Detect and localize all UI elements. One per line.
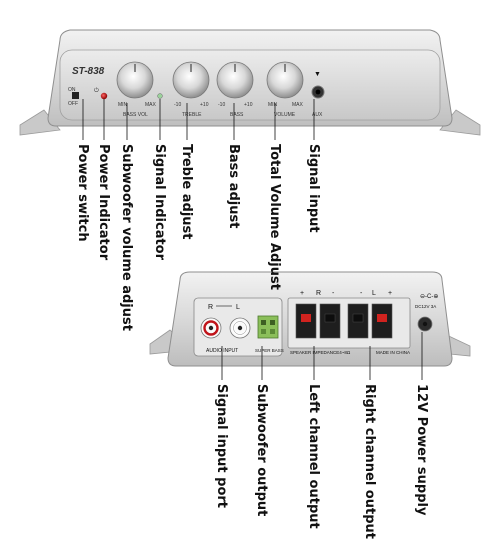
callout-subwoofer-volume: Subwoofer volume adjust <box>119 144 134 331</box>
bass-label: BASS <box>230 112 244 118</box>
callout-signal-input: Signal input <box>306 144 321 233</box>
speaker-terminal-r-minus[interactable] <box>319 303 341 339</box>
amplifier-front-panel: ST-838 ON OFF ⏻ MIN MAX BASS VOL -10 +10… <box>19 29 481 140</box>
volume-knob[interactable] <box>266 61 304 99</box>
made-in-label: MADE IN CHINA <box>376 350 410 355</box>
super-bass-label: SUPER BASS <box>255 348 284 353</box>
callout-left-channel-output: Left channel output <box>306 384 321 529</box>
svg-text:▼: ▼ <box>314 71 321 78</box>
dc-label: DC12V 3A <box>415 304 436 309</box>
svg-text:⊖-C-⊕: ⊖-C-⊕ <box>420 294 438 300</box>
speaker-terminal-l-plus[interactable] <box>371 303 393 339</box>
signal-indicator-led <box>157 93 163 99</box>
switch-off-label: OFF <box>68 101 78 107</box>
treble-max: +10 <box>200 102 209 108</box>
speaker-right-r-label: R <box>316 290 321 297</box>
switch-on-label: ON <box>68 87 76 93</box>
super-bass-terminal[interactable] <box>257 315 279 339</box>
svg-text:⏻: ⏻ <box>94 87 99 94</box>
callout-total-volume: Total Volume Adjust <box>267 144 282 290</box>
callout-signal-input-port: Signal input port <box>214 384 229 509</box>
callout-power-switch: Power switch <box>75 144 90 242</box>
treble-label: TREBLE <box>182 112 202 118</box>
callout-treble-adjust: Treble adjust <box>179 144 194 240</box>
aux-label: AUX <box>312 112 323 118</box>
speaker-right-plus-label: + <box>300 290 304 297</box>
model-label: ST-838 <box>72 66 105 77</box>
speaker-terminal-r-plus[interactable] <box>295 303 317 339</box>
bass-min: -10 <box>218 102 225 108</box>
treble-min: -10 <box>174 102 181 108</box>
amplifier-rear-panel: R L AUDIO INPUT SUPER BASS + R - - L + S… <box>149 271 471 380</box>
speaker-terminal-l-minus[interactable] <box>347 303 369 339</box>
callout-signal-indicator: Signal Indicator <box>152 144 167 261</box>
bass-knob[interactable] <box>216 61 254 99</box>
bass-vol-min: MIN <box>118 102 128 108</box>
power-switch[interactable] <box>72 92 79 99</box>
volume-max: MAX <box>292 102 304 108</box>
bass-max: +10 <box>244 102 253 108</box>
speaker-right-minus-label: - <box>332 290 335 297</box>
power-indicator-led <box>100 92 108 100</box>
speaker-left-minus-label: - <box>360 290 363 297</box>
speaker-left-plus-label: + <box>388 290 392 297</box>
volume-label: VOLUME <box>274 112 296 118</box>
treble-knob[interactable] <box>172 61 210 99</box>
rear-l-label: L <box>236 304 240 311</box>
bass-vol-label: BASS VOL <box>123 112 148 118</box>
callout-right-channel-output: Right channel output <box>362 384 377 539</box>
speaker-impedance-label: SPEAKER IMPEDANCE4~8Ω <box>290 350 351 355</box>
rear-r-label: R <box>208 304 213 311</box>
callout-12v-power-supply: 12V Power supply <box>414 384 429 516</box>
bass-vol-max: MAX <box>145 102 157 108</box>
subwoofer-volume-knob[interactable] <box>116 61 154 99</box>
callout-bass-adjust: Bass adjust <box>226 144 241 229</box>
callout-subwoofer-output: Subwoofer output <box>254 384 269 517</box>
speaker-left-l-label: L <box>372 290 376 297</box>
volume-min: MIN <box>268 102 278 108</box>
callout-power-indicator: Power Indicator <box>96 144 111 261</box>
